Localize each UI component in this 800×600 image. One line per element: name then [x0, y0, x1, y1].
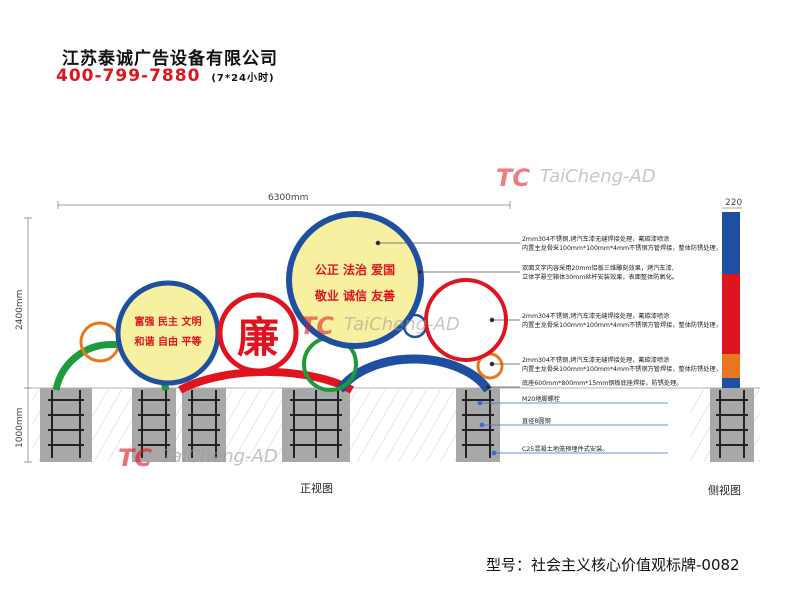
hotline: 400-799-7880 (7*24小时) — [56, 66, 275, 86]
leader-lines — [375, 240, 520, 390]
svg-text:TC: TC — [118, 444, 152, 472]
svg-text:TaiCheng-AD: TaiCheng-AD — [344, 314, 460, 335]
circle-left-values: 富强 民主 文明 和谐 自由 平等 — [115, 280, 221, 386]
big-values-line2: 敬业 诚信 友善 — [314, 288, 395, 303]
watermark-center: TC TaiCheng-AD — [300, 312, 460, 340]
dimension-height: 2400mm 1000mm — [15, 217, 32, 463]
watermark-logo-mark: TC — [496, 164, 530, 192]
leader-lines-blue — [477, 400, 668, 456]
arch-blue — [336, 354, 492, 393]
hotline-note: (7*24小时) — [211, 73, 275, 84]
model-number: 型号：社会主义核心价值观标牌-0082 — [486, 556, 740, 574]
circle-lian: 廉 — [217, 292, 299, 374]
front-view-title: 正视图 — [300, 482, 333, 495]
svg-text:TaiCheng-AD: TaiCheng-AD — [162, 446, 278, 467]
big-values-line1: 公正 法治 爱国 — [315, 262, 395, 277]
arch-red — [178, 367, 354, 394]
annotation-8: C25混凝土地笼预埋件式安装。 — [522, 445, 608, 453]
annotation-1b: 内置主龙骨采100mm*100mm*4mm不锈钢方管焊接，整体防锈处理， — [522, 244, 722, 252]
annotation-4a: 2mm304不锈钢,烤汽车漆无缝焊接处理，氟碳漆喷涂 — [522, 356, 669, 364]
circle-big-values: 公正 法治 爱国 敬业 诚信 友善 — [286, 211, 424, 349]
company-name: 江苏泰诚广告设备有限公司 — [62, 49, 278, 69]
left-values-line1: 富强 民主 文明 — [135, 315, 202, 328]
annotation-5: 底座600mm*800mm*15mm钢板底座焊接，防锈处理。 — [522, 379, 682, 387]
lian-character: 廉 — [237, 313, 279, 362]
ground-hatch — [32, 390, 502, 462]
side-view-title: 侧视图 — [708, 484, 741, 497]
annotation-3b: 内置主龙骨采100mm*100mm*4mm不锈钢方管焊接，整体防锈处理， — [522, 321, 722, 329]
side-view-column: 220 — [722, 198, 742, 388]
dimension-width: 6300mm — [57, 193, 511, 209]
annotation-6: M20地脚螺栓 — [522, 395, 560, 403]
annotations: 2mm304不锈钢,烤汽车漆无缝焊接处理，氟碳漆喷涂 内置主龙骨采100mm*1… — [522, 235, 722, 453]
side-width-label: 220 — [725, 198, 742, 208]
hotline-number: 400-799-7880 — [56, 66, 201, 86]
watermark-brand: TaiCheng-AD — [540, 166, 656, 187]
dimension-width-label: 6300mm — [268, 193, 308, 203]
dimension-height-below-label: 1000mm — [15, 408, 25, 448]
annotation-2a: 双面文字内容采用20mm铝板三维雕刻效果，烤汽车漆, — [522, 264, 674, 272]
annotation-1a: 2mm304不锈钢,烤汽车漆无缝焊接处理，氟碳漆喷涂 — [522, 235, 669, 243]
dimension-height-above-label: 2400mm — [15, 290, 25, 330]
annotation-4b: 内置主龙骨采100mm*100mm*4mm不锈钢方管焊接，整体防锈处理， — [522, 365, 722, 373]
left-values-line2: 和谐 自由 平等 — [134, 335, 202, 348]
rebar-cages — [48, 390, 748, 458]
watermark-top: TC TaiCheng-AD — [496, 164, 656, 192]
annotation-7: 直径8圆钢 — [522, 417, 551, 425]
svg-text:TC: TC — [300, 312, 334, 340]
watermark-bottom: TC TaiCheng-AD — [118, 444, 278, 472]
annotation-2b: 立体字悬空箱体30mm丝杆安装效果，表面整体防氧化。 — [522, 273, 678, 281]
annotation-3a: 2mm304不锈钢,烤汽车漆无缝焊接处理，氟碳漆喷涂 — [522, 312, 669, 320]
